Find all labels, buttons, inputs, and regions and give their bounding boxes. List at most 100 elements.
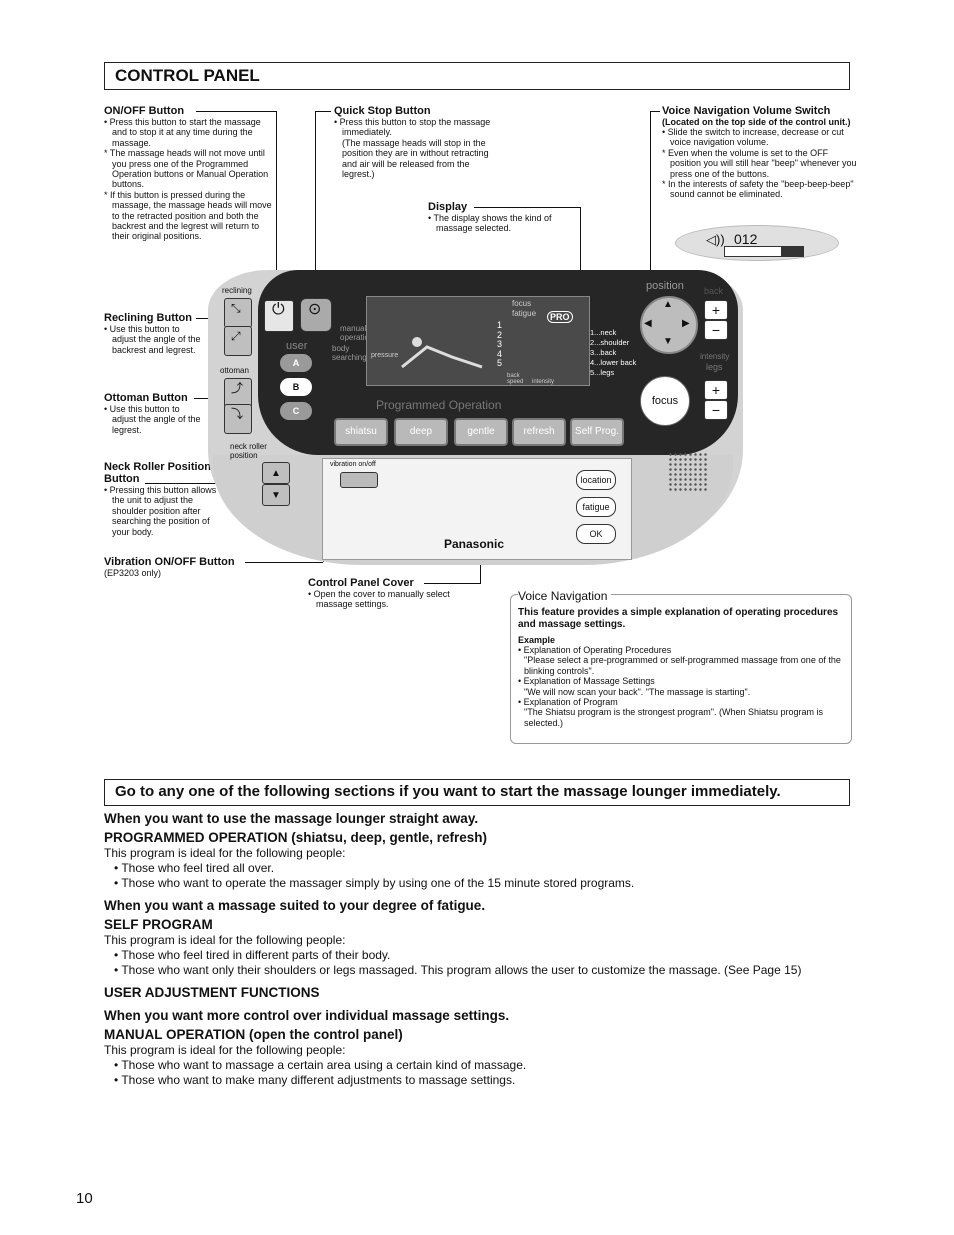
location-button[interactable]: location [576, 470, 616, 490]
leader-line [480, 560, 481, 584]
level-number: 2 [497, 329, 503, 340]
arrow-down-icon[interactable]: ▼ [663, 336, 673, 347]
callout-line: * The massage heads will not move until … [104, 148, 269, 190]
legs-minus-button[interactable]: − [704, 400, 728, 420]
ottoman-label: ottoman [220, 366, 249, 375]
area-list: 1...neck 2...shoulder 3...back 4...lower… [590, 328, 636, 378]
vibration-button[interactable] [340, 472, 378, 488]
display-back-label: back [507, 373, 520, 379]
neck-roller-down-button[interactable]: ▼ [262, 484, 290, 506]
volume-slider[interactable] [724, 246, 804, 257]
program-deep-button[interactable]: deep [394, 418, 448, 446]
volume-switch-callout: ◁)) 012 [675, 225, 839, 261]
callout-title: Control Panel Cover [308, 577, 414, 589]
arrow-up-icon[interactable]: ▲ [663, 299, 673, 310]
display-pressure-label: pressure [371, 352, 399, 359]
callout-line: * If this button is pressed during the m… [104, 189, 272, 242]
fatigue-button[interactable]: fatigue [576, 497, 616, 517]
ottoman-down-button[interactable]: ⤵ [224, 404, 252, 434]
callout-line: • Press this button to stop the massage … [334, 117, 491, 138]
callout-title: Neck Roller Position Button [104, 461, 211, 485]
reclining-button[interactable]: ⤡ [224, 298, 252, 328]
area-item: 5...legs [590, 368, 615, 377]
voice-nav-line: • Explanation of Operating Procedures [518, 645, 672, 655]
callout-reclining: Reclining Button • Use this button to ad… [104, 312, 204, 355]
leader-line [145, 483, 263, 484]
level-number: 4 [497, 348, 503, 359]
brand-logo: Panasonic [444, 537, 505, 551]
callout-note: (EP3203 only) [104, 568, 162, 578]
voice-nav-line: "We will now scan your back". "The massa… [524, 686, 751, 697]
block-bullet: • Those who feel tired in different part… [114, 948, 391, 962]
callout-title: Display [428, 201, 468, 213]
leader-line [276, 111, 277, 301]
voice-nav-line: • Explanation of Massage Settings [518, 676, 655, 687]
position-pad[interactable]: ▲ ▼ ◀ ▶ [640, 296, 698, 354]
voice-nav-line: "Please select a pre-programmed or self-… [524, 655, 841, 676]
neck-roller-up-button[interactable]: ▲ [262, 462, 290, 484]
callout-line: • The display shows the kind of massage … [428, 213, 552, 234]
callout-title: Quick Stop Button [334, 105, 431, 117]
block-bullet: • Those who want only their shoulders or… [114, 963, 802, 977]
arrow-up-icon: ▲ [271, 468, 281, 479]
callout-neck-roller: Neck Roller Position Button • Pressing t… [104, 461, 222, 537]
area-item: 4...lower back [590, 358, 637, 367]
callout-line: • Press this button to start the massage… [104, 117, 261, 148]
callout-line: (The massage heads will stop in the posi… [342, 137, 489, 180]
back-plus-button[interactable]: + [704, 300, 728, 320]
back-minus-button[interactable]: − [704, 320, 728, 340]
callout-title: ON/OFF Button [104, 105, 185, 117]
onoff-button[interactable]: ⏻ [264, 300, 294, 332]
ottoman-button[interactable]: ⤴ [224, 378, 252, 408]
level-number: 3 [497, 339, 503, 350]
leader-line [474, 207, 580, 208]
section-title-box: CONTROL PANEL [104, 62, 850, 90]
recline-down-icon: ⤢ [231, 329, 241, 343]
level-number: 1 [497, 320, 503, 330]
quick-stop-button[interactable]: ⊙ [300, 298, 332, 332]
programmed-operation-label: Programmed Operation [376, 398, 502, 412]
display-focus-label: focus [512, 299, 532, 308]
display-fatigue-label: fatigue [512, 309, 537, 318]
voice-nav-line: "The Shiatsu program is the strongest pr… [524, 707, 824, 728]
arrow-right-icon[interactable]: ▶ [682, 318, 690, 329]
display-speed-label: speed [507, 379, 524, 385]
user-label: user [286, 340, 308, 352]
ottoman-down-icon: ⤵ [231, 407, 244, 421]
user-a-button[interactable]: A [280, 354, 312, 372]
program-shiatsu-button[interactable]: shiatsu [334, 418, 388, 446]
block-intro: This program is ideal for the following … [104, 1043, 346, 1057]
area-item: 3...back [590, 348, 617, 357]
vibration-label: vibration on/off [330, 461, 376, 468]
block-subheading: MANUAL OPERATION (open the control panel… [104, 1027, 403, 1042]
leader-line [196, 111, 276, 112]
legs-label: legs [706, 362, 723, 372]
block-heading: When you want to use the massage lounger… [104, 811, 479, 826]
user-b-button[interactable]: B [280, 378, 312, 396]
callout-line: • Open the cover to manually select mass… [308, 589, 450, 610]
recline-icon: ⤡ [231, 301, 241, 315]
self-program-button[interactable]: Self Prog. [570, 418, 624, 446]
block-heading: When you want a massage suited to your d… [104, 898, 486, 913]
speaker-grille [668, 452, 708, 492]
legs-plus-button[interactable]: + [704, 380, 728, 400]
ok-button[interactable]: OK [576, 524, 616, 544]
leader-line [424, 583, 480, 584]
stop-icon: ⊙ [308, 301, 322, 318]
program-gentle-button[interactable]: gentle [454, 418, 508, 446]
callout-quickstop: Quick Stop Button • Press this button to… [334, 105, 504, 179]
arrow-left-icon[interactable]: ◀ [644, 318, 652, 329]
block-subheading: SELF PROGRAM [104, 917, 213, 932]
user-c-button[interactable]: C [280, 402, 312, 420]
focus-button[interactable]: focus [640, 376, 690, 426]
callout-cover: Control Panel Cover • Open the cover to … [308, 577, 458, 610]
voice-navigation-box [510, 594, 852, 744]
block-bullet: • Those who want to make many different … [114, 1073, 516, 1087]
reclining-down-button[interactable]: ⤢ [224, 326, 252, 356]
callout-title: Vibration ON/OFF Button [104, 556, 235, 568]
volume-slider-knob[interactable] [781, 247, 803, 256]
section-title: Go to any one of the following sections … [115, 783, 781, 800]
body-searching-label: body searching [332, 344, 367, 362]
callout-title: Ottoman Button [104, 392, 188, 404]
program-refresh-button[interactable]: refresh [512, 418, 566, 446]
